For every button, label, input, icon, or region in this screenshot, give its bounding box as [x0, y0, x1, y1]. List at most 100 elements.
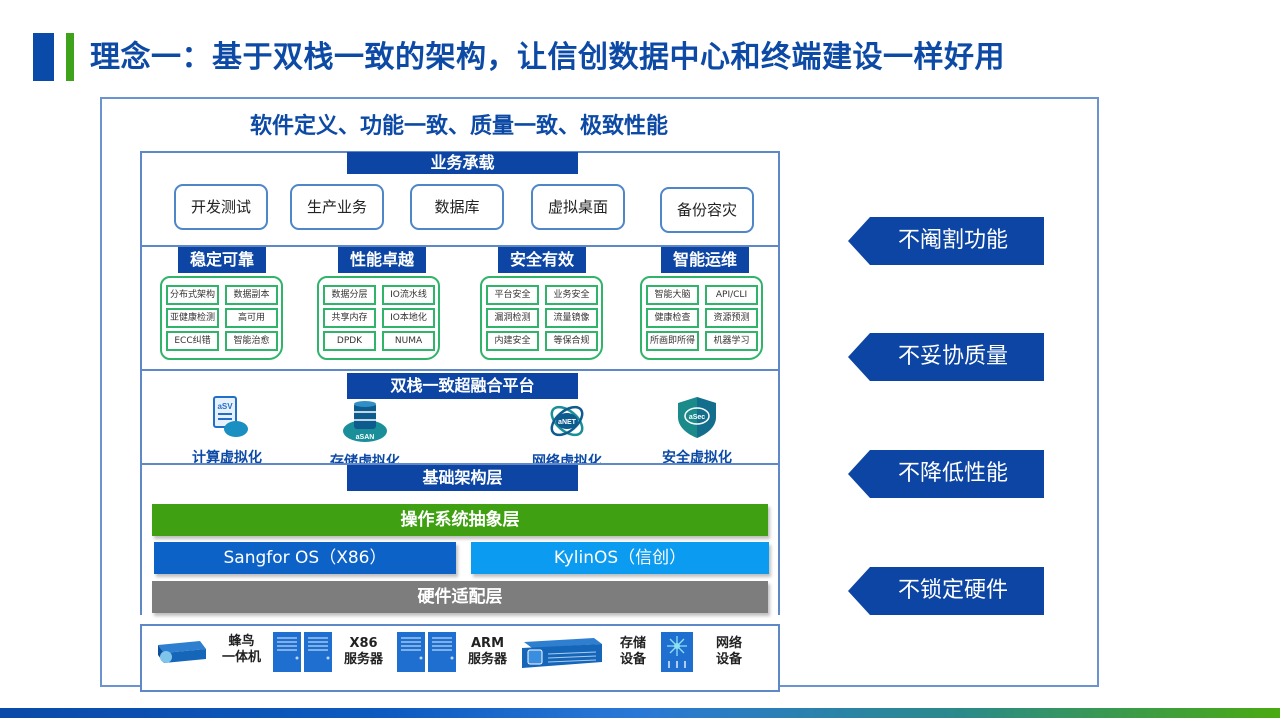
features-panel: 稳定可靠 分布式架构 数据副本 亚健康检测 高可用 ECC纠错 智能治愈 性能卓…	[140, 245, 780, 371]
feature-cell: 资源预测	[705, 308, 758, 328]
asv-icon: aSV	[213, 396, 248, 437]
feature-cell: 亚健康检测	[166, 308, 219, 328]
title-accent-green	[66, 33, 74, 81]
feature-cell: NUMA	[382, 331, 435, 351]
feature-group-box: 分布式架构 数据副本 亚健康检测 高可用 ECC纠错 智能治愈	[160, 276, 283, 360]
feature-cell: 分布式架构	[166, 285, 219, 305]
business-item: 虚拟桌面	[531, 184, 625, 230]
feature-cell: DPDK	[323, 331, 376, 351]
feature-cell: API/CLI	[705, 285, 758, 305]
business-item: 备份容灾	[660, 187, 754, 233]
arrow-left-shape	[848, 450, 1044, 498]
hardware-label-line1: ARM	[471, 636, 505, 651]
principle-tag: 不降低性能	[848, 450, 1044, 498]
platform-item-storage: aSAN 存储虚拟化	[310, 399, 420, 471]
asec-badge: aSec	[689, 414, 705, 421]
feature-cell: IO本地化	[382, 308, 435, 328]
infrastructure-header: 基础架构层	[347, 465, 578, 491]
feature-cell: ECC纠错	[166, 331, 219, 351]
feature-cell: 健康检查	[646, 308, 699, 328]
feature-cell: IO流水线	[382, 285, 435, 305]
hardware-label-line1: 蜂鸟	[228, 634, 255, 649]
hardware-label-line1: 存储	[620, 636, 647, 651]
hardware-label-line1: 网络	[716, 636, 743, 651]
asv-badge: aSV	[217, 402, 233, 411]
principle-tag: 不锁定硬件	[848, 567, 1044, 615]
server-icon	[273, 632, 332, 672]
anet-icon: aNET	[550, 405, 584, 437]
asan-badge: aSAN	[356, 434, 375, 441]
feature-cell: 智能大脑	[646, 285, 699, 305]
title-accent-blue	[33, 33, 54, 81]
anet-badge: aNET	[558, 419, 577, 426]
arrow-left-shape	[848, 333, 1044, 381]
feature-cell: 等保合规	[545, 331, 598, 351]
hardware-label-line2: 服务器	[468, 652, 508, 667]
principle-label: 不妥协质量	[898, 344, 1009, 369]
feature-group-box: 数据分层 IO流水线 共享内存 IO本地化 DPDK NUMA	[317, 276, 440, 360]
arrow-left-shape	[848, 567, 1044, 615]
feature-group-title: 性能卓越	[338, 247, 426, 273]
hardware-item: 网络 设备	[660, 630, 742, 674]
principle-label: 不阉割功能	[898, 228, 1009, 253]
hardware-item: ARM 服务器	[396, 630, 507, 674]
feature-group-title: 稳定可靠	[178, 247, 266, 273]
hardware-panel: 蜂鸟 一体机 X86 服务器 A	[140, 624, 780, 692]
business-item: 生产业务	[290, 184, 384, 230]
kylin-os-layer: KylinOS（信创）	[471, 542, 769, 574]
infrastructure-panel: 基础架构层 操作系统抽象层 Sangfor OS（X86） KylinOS（信创…	[140, 463, 780, 615]
platform-panel: 双栈一致超融合平台 aSV 计算虚拟化 aSAN 存储虚拟化 aNET 网络	[140, 369, 780, 470]
feature-group-title: 智能运维	[661, 247, 749, 273]
asec-icon: aSec	[678, 397, 716, 438]
feature-group-box: 平台安全 业务安全 漏洞检测 流量镜像 内建安全 等保合规	[480, 276, 603, 360]
hardware-item: X86 服务器	[272, 630, 383, 674]
platform-label: 计算虚拟化	[192, 450, 262, 466]
hardware-item: 存储 设备	[518, 632, 646, 672]
platform-item-compute: aSV 计算虚拟化	[172, 395, 282, 467]
platform-header: 双栈一致超融合平台	[347, 373, 578, 399]
hardware-label-line2: 服务器	[344, 652, 384, 667]
feature-cell: 高可用	[225, 308, 278, 328]
feature-group-box: 智能大脑 API/CLI 健康检查 资源预测 所画即所得 机器学习	[640, 276, 763, 360]
hardware-label-line2: 一体机	[222, 650, 262, 665]
business-item: 开发测试	[174, 184, 268, 230]
business-layer-header: 业务承载	[347, 152, 578, 174]
hardware-label-line2: 设备	[716, 652, 743, 667]
network-device-icon	[661, 632, 693, 672]
diagram-subtitle: 软件定义、功能一致、质量一致、极致性能	[250, 114, 669, 139]
os-abstraction-layer: 操作系统抽象层	[152, 504, 768, 536]
hardware-adaptation-layer: 硬件适配层	[152, 581, 768, 613]
feature-cell: 业务安全	[545, 285, 598, 305]
business-item: 数据库	[410, 184, 504, 230]
hardware-item: 蜂鸟 一体机	[152, 634, 261, 666]
feature-cell: 数据分层	[323, 285, 376, 305]
principle-tag: 不阉割功能	[848, 217, 1044, 265]
arrow-left-shape	[848, 217, 1044, 265]
platform-item-network: aNET 网络虚拟化	[512, 399, 622, 471]
business-layer-panel: 业务承载 开发测试 生产业务 数据库 虚拟桌面 备份容灾	[140, 151, 780, 247]
feature-group-title: 安全有效	[498, 247, 586, 273]
principle-label: 不锁定硬件	[898, 578, 1009, 603]
server-icon	[397, 632, 456, 672]
feature-cell: 所画即所得	[646, 331, 699, 351]
appliance-icon	[158, 641, 206, 663]
page-title: 理念一：基于双栈一致的架构，让信创数据中心和终端建设一样好用	[90, 40, 1005, 75]
feature-cell: 数据副本	[225, 285, 278, 305]
principle-label: 不降低性能	[898, 461, 1009, 486]
feature-cell: 机器学习	[705, 331, 758, 351]
feature-cell: 智能治愈	[225, 331, 278, 351]
sangfor-os-layer: Sangfor OS（X86）	[154, 542, 456, 574]
feature-cell: 漏洞检测	[486, 308, 539, 328]
feature-cell: 内建安全	[486, 331, 539, 351]
hardware-label-line2: 设备	[620, 652, 647, 667]
asan-icon: aSAN	[343, 401, 387, 442]
feature-cell: 共享内存	[323, 308, 376, 328]
platform-item-security: aSec 安全虚拟化	[642, 395, 752, 467]
storage-device-icon	[522, 638, 602, 668]
feature-cell: 流量镜像	[545, 308, 598, 328]
hardware-label-line1: X86	[349, 636, 378, 651]
platform-label: 安全虚拟化	[662, 450, 732, 466]
feature-cell: 平台安全	[486, 285, 539, 305]
principle-tag: 不妥协质量	[848, 333, 1044, 381]
footer-gradient-band	[0, 708, 1280, 718]
